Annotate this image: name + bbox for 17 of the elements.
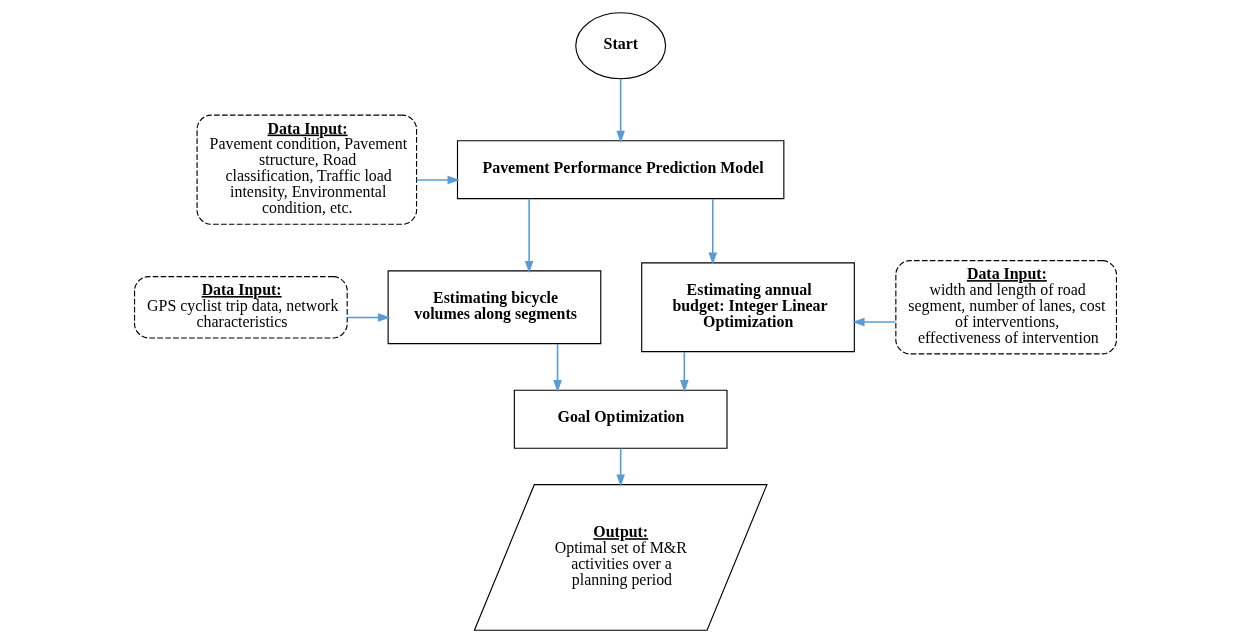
node-box: Estimating bicycle volumes along segments	[387, 270, 601, 345]
arrow	[707, 198, 717, 265]
node-box: Data Input: width and length of road segment, number of lanes, cost of interventions, effectiveness of intervention	[894, 260, 1117, 355]
node-box: Goal Optimization	[513, 389, 728, 449]
node-box: Estimating annual budget: Integer Linear Optimization	[640, 262, 855, 353]
arrow	[679, 351, 689, 393]
arrow	[552, 343, 562, 393]
node-box: Pavement Performance Prediction Model	[456, 140, 784, 200]
arrow	[415, 175, 460, 185]
arrow	[346, 313, 390, 322]
arrow	[615, 447, 625, 487]
arrow	[851, 317, 896, 327]
arrow	[524, 198, 533, 274]
node-box: Data Input: Pavement condition, Pavement structure, Road classification, Traffic load intensity, Environmental condition, etc.	[196, 114, 417, 225]
arrow	[615, 78, 625, 143]
node-ellipse: Start	[574, 12, 666, 80]
node-box: Data Input: GPS cyclist trip data, network characteristics	[133, 276, 348, 339]
